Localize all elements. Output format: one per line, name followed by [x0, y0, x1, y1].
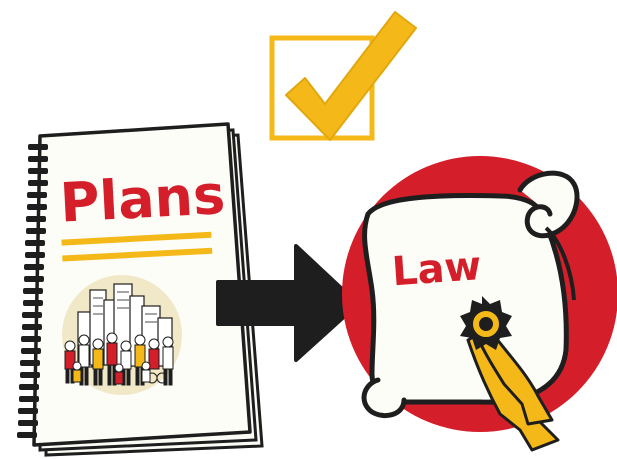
arrow-right-icon: [216, 244, 360, 362]
people-city-illustration: [62, 275, 182, 395]
checkbox-checked-icon: [269, 11, 417, 141]
plans-label: Plans: [58, 163, 226, 235]
law-label: Law: [390, 243, 482, 295]
plans-notebook-icon: Plans: [17, 122, 264, 457]
wax-seal-icon: [460, 296, 560, 452]
law-scroll-icon: Law: [342, 156, 617, 432]
plans-underline: [61, 231, 213, 262]
spiral-binding: [17, 144, 48, 438]
